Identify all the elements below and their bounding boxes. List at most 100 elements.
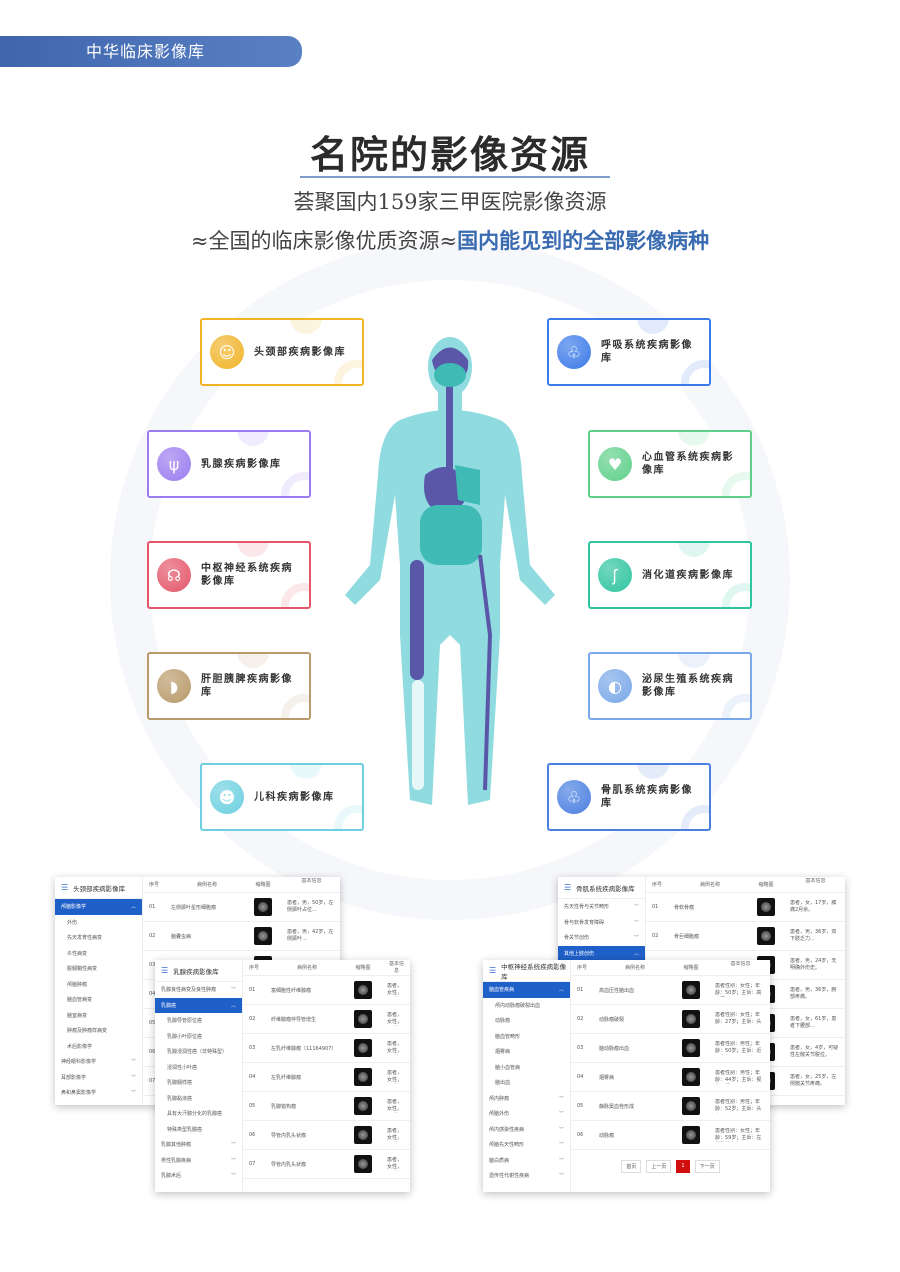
scan-thumbnail[interactable]	[354, 981, 372, 999]
sidebar-item[interactable]: 鼻和鼻窦影像学﹀	[55, 1085, 142, 1101]
case-name[interactable]: 纤维腺瘤伴导管增生	[271, 1016, 317, 1023]
chevron-up-icon[interactable]: ︿	[130, 904, 136, 911]
scan-thumbnail[interactable]	[354, 1126, 372, 1144]
sidebar-item[interactable]: 乳腺小叶原位癌	[155, 1029, 242, 1045]
case-name[interactable]: 静脉窦血栓形成	[599, 1103, 635, 1110]
table-row[interactable]: 01高血压性脑出血患者性别：女性；年龄：50岁；主诉：高血压3年...	[571, 976, 770, 1005]
scan-thumbnail[interactable]	[354, 1010, 372, 1028]
chevron-down-icon[interactable]: ﹀	[558, 1142, 564, 1149]
sidebar-item[interactable]: 脱髓鞘性病变	[55, 961, 142, 977]
sidebar-item[interactable]: 具有大汗腺分化的乳腺癌	[155, 1106, 242, 1122]
library-card[interactable]: ☺头颈部疾病影像库	[200, 318, 364, 386]
case-name[interactable]: 高血压性脑出血	[599, 987, 635, 994]
case-name[interactable]: 脑动脉瘤出血	[599, 1045, 630, 1052]
sidebar-item[interactable]: 特殊类型乳腺癌	[155, 1122, 242, 1138]
library-card[interactable]: ☻儿科疾病影像库	[200, 763, 364, 831]
scan-thumbnail[interactable]	[682, 1097, 700, 1115]
sidebar-item[interactable]: 乳腺其他肿瘤﹀	[155, 1137, 242, 1153]
sidebar-item[interactable]: 颅内感染性疾病﹀	[483, 1122, 570, 1138]
case-name[interactable]: 动脉瘤	[599, 1132, 615, 1139]
sidebar-item[interactable]: 神经眼科影像学﹀	[55, 1054, 142, 1070]
case-name[interactable]: 左侧颞叶星形细胞瘤	[171, 904, 217, 911]
page-button[interactable]: 上一页	[646, 1160, 672, 1173]
sidebar-item[interactable]: 颅脑影像学︿	[55, 899, 142, 915]
library-card[interactable]: ♧呼吸系统疾病影像库	[547, 318, 711, 386]
sidebar-item[interactable]: 浸润性小叶癌	[155, 1060, 242, 1076]
sidebar-item[interactable]: 先天发育性病变	[55, 930, 142, 946]
table-row[interactable]: 03左乳纤维腺瘤（11164907）患者，女性，34岁，发现左乳...	[243, 1034, 410, 1063]
chevron-down-icon[interactable]: ﹀	[633, 904, 639, 911]
scan-thumbnail[interactable]	[757, 927, 775, 945]
sidebar-item[interactable]: 乳腺良性病变及良性肿瘤﹀	[155, 982, 242, 998]
menu-icon[interactable]: ☰	[489, 966, 497, 975]
case-name[interactable]: 左乳纤维腺瘤（11164907）	[271, 1045, 337, 1052]
sidebar-item[interactable]: 脑小血管病	[483, 1060, 570, 1076]
sidebar-item[interactable]: 脑白质病﹀	[483, 1153, 570, 1169]
sidebar-item[interactable]: 烟雾病	[483, 1044, 570, 1060]
library-card[interactable]: ◐泌尿生殖系统疾病影像库	[588, 652, 752, 720]
scan-thumbnail[interactable]	[682, 1010, 700, 1028]
scan-thumbnail[interactable]	[254, 898, 272, 916]
case-name[interactable]: 导管内乳头状瘤	[271, 1161, 307, 1168]
sidebar-item[interactable]: 脑血管畸形	[483, 1029, 570, 1045]
sidebar-item[interactable]: 骨关节创伤﹀	[558, 930, 645, 946]
chevron-down-icon[interactable]: ﹀	[558, 1157, 564, 1164]
case-name[interactable]: 乳腺错构瘤	[271, 1103, 297, 1110]
table-row[interactable]: 04烟雾病患者性别：男性；年龄：44岁；主诉：视物不清...	[571, 1063, 770, 1092]
chevron-up-icon[interactable]: ︿	[633, 950, 639, 957]
sidebar-item[interactable]: 先天性骨与关节畸形﹀	[558, 899, 645, 915]
page-button[interactable]: 1	[676, 1160, 690, 1173]
scan-thumbnail[interactable]	[254, 927, 272, 945]
sidebar-item[interactable]: 颅内动脉瘤破裂出血	[483, 998, 570, 1014]
menu-icon[interactable]: ☰	[161, 966, 169, 975]
page-button[interactable]: 首页	[621, 1160, 642, 1173]
sidebar-item[interactable]: 术后影像学	[55, 1039, 142, 1055]
sidebar-item[interactable]: 外伤	[55, 915, 142, 931]
sidebar-item[interactable]: 其他上肢创伤︿	[558, 945, 645, 961]
scan-thumbnail[interactable]	[757, 898, 775, 916]
scan-thumbnail[interactable]	[682, 1068, 700, 1086]
sidebar-item[interactable]: 骨与软骨发育障碍﹀	[558, 915, 645, 931]
sidebar-item[interactable]: 颅脑外伤﹀	[483, 1106, 570, 1122]
sidebar-item[interactable]: 动脉瘤	[483, 1013, 570, 1029]
chevron-up-icon[interactable]: ︿	[558, 987, 564, 994]
sidebar-item[interactable]: 耳部影像学﹀	[55, 1070, 142, 1086]
sidebar-item[interactable]: 脑室病变	[55, 1008, 142, 1024]
sidebar-item[interactable]: 炎性病变	[55, 946, 142, 962]
chevron-down-icon[interactable]: ﹀	[230, 987, 236, 994]
sidebar-item[interactable]: 脑血管疾病︿	[483, 982, 570, 998]
case-name[interactable]: 脑囊虫病	[171, 933, 192, 940]
chevron-down-icon[interactable]: ﹀	[633, 935, 639, 942]
page-button[interactable]: 下一页	[694, 1160, 720, 1173]
case-name[interactable]: 动脉瘤破裂	[599, 1016, 625, 1023]
case-name[interactable]: 烟雾病	[599, 1074, 615, 1081]
sidebar-item[interactable]: 乳腺术后﹀	[155, 1168, 242, 1184]
sidebar-item[interactable]: 颅脑先天性畸形﹀	[483, 1137, 570, 1153]
sidebar-item[interactable]: 遗传性代谢性疾病﹀	[483, 1168, 570, 1184]
chevron-down-icon[interactable]: ﹀	[130, 1090, 136, 1097]
chevron-down-icon[interactable]: ﹀	[230, 1142, 236, 1149]
table-row[interactable]: 03脑动脉瘤出血患者性别：男性；年龄：50岁；主诉：近日头痛...	[571, 1034, 770, 1063]
chevron-down-icon[interactable]: ﹀	[130, 1074, 136, 1081]
chevron-down-icon[interactable]: ﹀	[633, 919, 639, 926]
scan-thumbnail[interactable]	[682, 1039, 700, 1057]
scan-thumbnail[interactable]	[682, 981, 700, 999]
chevron-down-icon[interactable]: ﹀	[130, 1059, 136, 1066]
chevron-down-icon[interactable]: ﹀	[230, 1157, 236, 1164]
menu-icon[interactable]: ☰	[61, 883, 69, 892]
library-card[interactable]: ♧骨肌系统疾病影像库	[547, 763, 711, 831]
chevron-down-icon[interactable]: ﹀	[558, 1126, 564, 1133]
scan-thumbnail[interactable]	[682, 1126, 700, 1144]
library-card[interactable]: ☊中枢神经系统疾病影像库	[147, 541, 311, 609]
sidebar-item[interactable]: 乳腺癌︿	[155, 997, 242, 1013]
chevron-down-icon[interactable]: ﹀	[558, 1173, 564, 1180]
sidebar-item[interactable]: 肿瘤及肿瘤样病变	[55, 1023, 142, 1039]
case-name[interactable]: 骨软骨瘤	[674, 904, 695, 911]
